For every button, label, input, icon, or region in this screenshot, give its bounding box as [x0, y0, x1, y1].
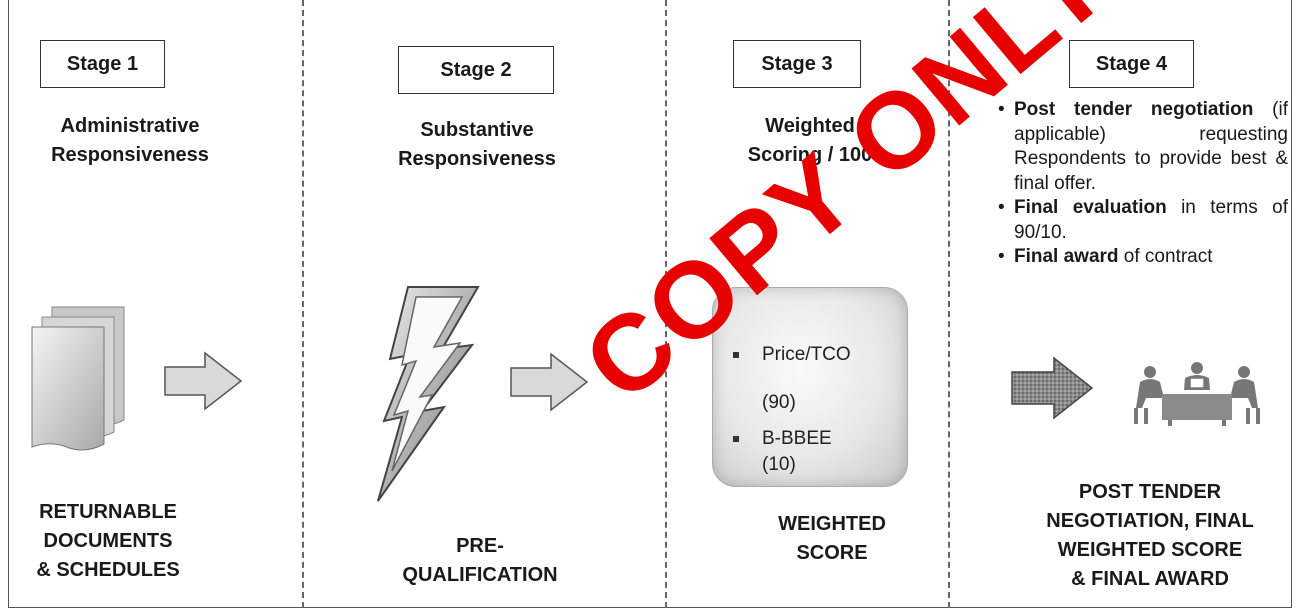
score-item-price-weight: (90) — [762, 392, 796, 413]
stage-2-output-line-1: PRE- — [456, 535, 504, 557]
stage-4-output-line-3: WEIGHTED SCORE — [1057, 539, 1243, 561]
stage-1-output-line-3: & SCHEDULES — [36, 559, 180, 581]
right-arrow-icon — [1011, 356, 1094, 420]
lightning-bolt-icon — [377, 286, 480, 502]
stage-4-output-line-1: POST TENDER — [1078, 481, 1222, 503]
stage-4-output: POST TENDER NEGOTIATION, FINAL WEIGHTED … — [1010, 478, 1290, 594]
stage-1-output-line-2: DOCUMENTS — [43, 530, 173, 552]
stage-divider-3 — [948, 0, 950, 608]
stage-1-heading-line-1: Administrative — [60, 115, 200, 137]
stage-4-output-line-2: NEGOTIATION, FINAL — [1046, 510, 1254, 532]
stage-2-heading-line-1: Substantive — [420, 119, 534, 141]
score-item-bbbee: B-BBEE — [762, 428, 832, 449]
right-arrow-icon — [164, 351, 243, 411]
stage-4-bullet-1-text: (if applicable) requesting Respondents t… — [1014, 99, 1288, 194]
stage-2-label: Stage 2 — [398, 46, 554, 94]
stage-1-output: RETURNABLE DOCUMENTS & SCHEDULES — [8, 498, 208, 585]
score-bullet-1 — [733, 352, 739, 358]
stage-2-heading: Substantive Responsiveness — [372, 116, 582, 174]
stage-2-heading-line-2: Responsiveness — [398, 148, 556, 170]
stage-4-bullets: Post tender negotiation (if applicable) … — [994, 98, 1288, 270]
documents-icon — [31, 306, 125, 451]
stage-3-output-line-1: WEIGHTED — [778, 513, 886, 535]
stage-3-heading-line-1: Weighted — [765, 115, 855, 137]
scoring-card — [712, 287, 908, 487]
stage-4-bullet-2: Final evaluation in terms of 90/10. — [994, 196, 1288, 245]
stage-4-bullet-3-text: of contract — [1118, 246, 1213, 267]
stage-divider-2 — [665, 0, 667, 608]
stage-1-heading: Administrative Responsiveness — [20, 112, 240, 170]
stage-3-heading-line-2: Scoring / 100 — [747, 144, 873, 166]
score-item-price: Price/TCO — [762, 344, 851, 365]
score-bullet-2 — [733, 436, 739, 442]
stage-divider-1 — [302, 0, 304, 608]
stage-1-heading-line-2: Responsiveness — [51, 144, 209, 166]
stage-4-bullet-3: Final award of contract — [994, 245, 1288, 270]
stage-4-bullet-2-text: in terms of 90/10. — [1014, 197, 1288, 243]
stage-4-label: Stage 4 — [1069, 40, 1194, 88]
negotiation-meeting-icon — [1134, 362, 1260, 426]
stage-4-bullet-2-bold: Final evaluation — [1014, 197, 1167, 218]
stage-1-output-line-1: RETURNABLE — [39, 501, 177, 523]
stage-3-label: Stage 3 — [733, 40, 861, 88]
right-arrow-icon — [510, 352, 589, 412]
stage-4-bullet-3-bold: Final award — [1014, 246, 1119, 267]
score-item-bbbee-weight: (10) — [762, 454, 796, 475]
stage-3-output: WEIGHTED SCORE — [732, 510, 932, 568]
stage-3-heading: Weighted Scoring / 100 — [710, 112, 910, 170]
stage-4-output-line-4: & FINAL AWARD — [1071, 568, 1229, 590]
process-frame — [8, 0, 1292, 608]
stage-4-bullet-1-bold: Post tender negotiation — [1014, 99, 1254, 120]
stage-1-label: Stage 1 — [40, 40, 165, 88]
stage-3-output-line-2: SCORE — [796, 542, 868, 564]
stage-2-output-line-2: QUALIFICATION — [402, 564, 558, 586]
stage-4-bullet-1: Post tender negotiation (if applicable) … — [994, 98, 1288, 196]
stage-2-output: PRE- QUALIFICATION — [370, 532, 590, 590]
